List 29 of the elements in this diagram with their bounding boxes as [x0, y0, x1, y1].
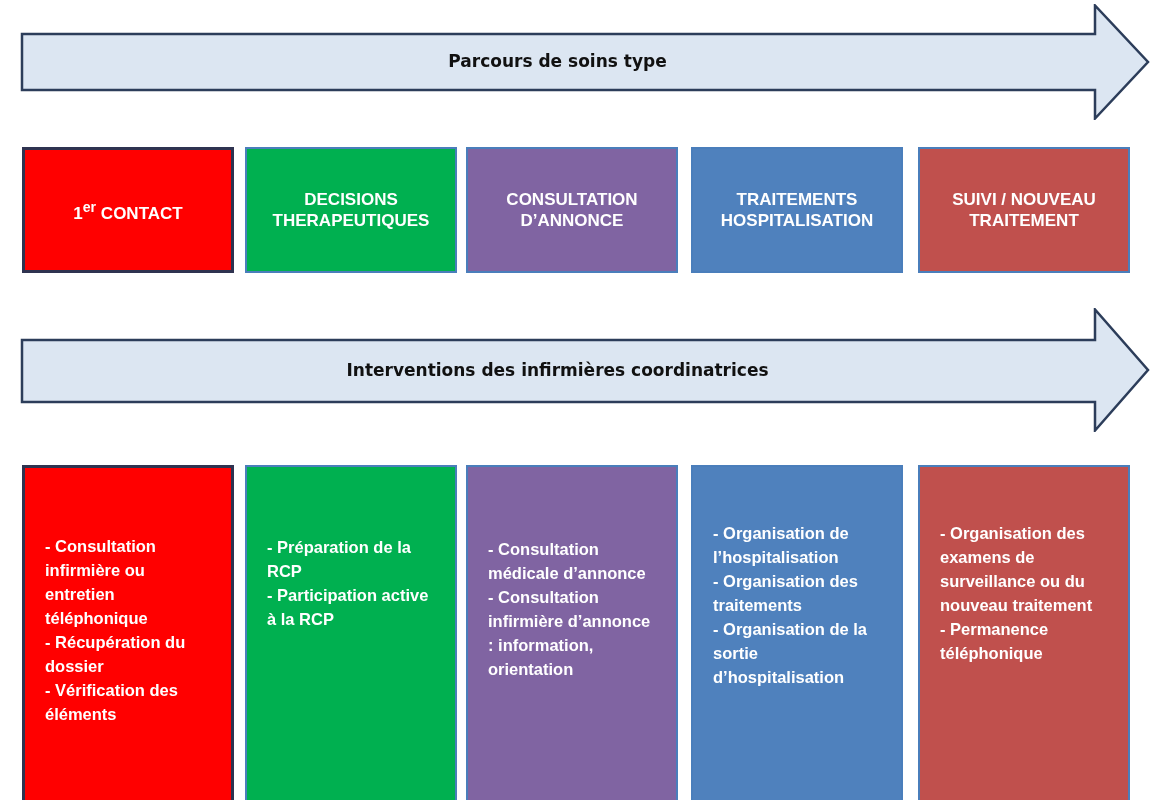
task-item: - Préparation de la RCP — [267, 537, 412, 582]
task-item: - Récupération du dossier — [45, 632, 187, 677]
task-panel — [22, 465, 234, 800]
task-item: - Organisation de la sortie d’hospitalisation — [713, 619, 869, 688]
stage-box — [466, 147, 678, 273]
arrow-title: Parcours de soins type — [447, 51, 668, 71]
task-item: - Consultation médicale d’annonce — [488, 539, 647, 584]
stage-title: TRAITEMENTS HOSPITALISATION — [719, 189, 875, 231]
stage-box — [22, 147, 234, 273]
task-item: - Organisation des traitements — [713, 571, 859, 616]
stage-title: 1$^{er}$ CONTACT — [73, 197, 183, 224]
task-panel — [691, 465, 903, 800]
stage-title: CONSULTATION D’ANNONCE — [505, 189, 639, 231]
stage-title: DECISIONS THERAPEUTIQUES — [271, 189, 431, 231]
task-item: - Vérification des éléments — [45, 680, 179, 725]
task-panel — [918, 465, 1130, 800]
task-item: - Organisation de l’hospitalisation — [713, 523, 850, 568]
arrow-title: Interventions des infirmières coordinatrices — [345, 360, 770, 380]
stage-box — [918, 147, 1130, 273]
stage-box — [245, 147, 457, 273]
task-item: - Participation active à la RCP — [267, 585, 430, 630]
task-panel — [245, 465, 457, 800]
stage-box — [691, 147, 903, 273]
task-item: - Permanence téléphonique — [940, 619, 1050, 664]
task-item: - Organisation des examens de surveillance ou du nouveau traitement — [940, 523, 1094, 616]
task-panel — [466, 465, 678, 800]
stage-title: SUIVI / NOUVEAU TRAITEMENT — [951, 189, 1097, 231]
task-item: - Consultation infirmière ou entretien téléphonique — [45, 536, 157, 629]
task-item: - Consultation infirmière d’annonce : information, orientation — [488, 587, 652, 680]
